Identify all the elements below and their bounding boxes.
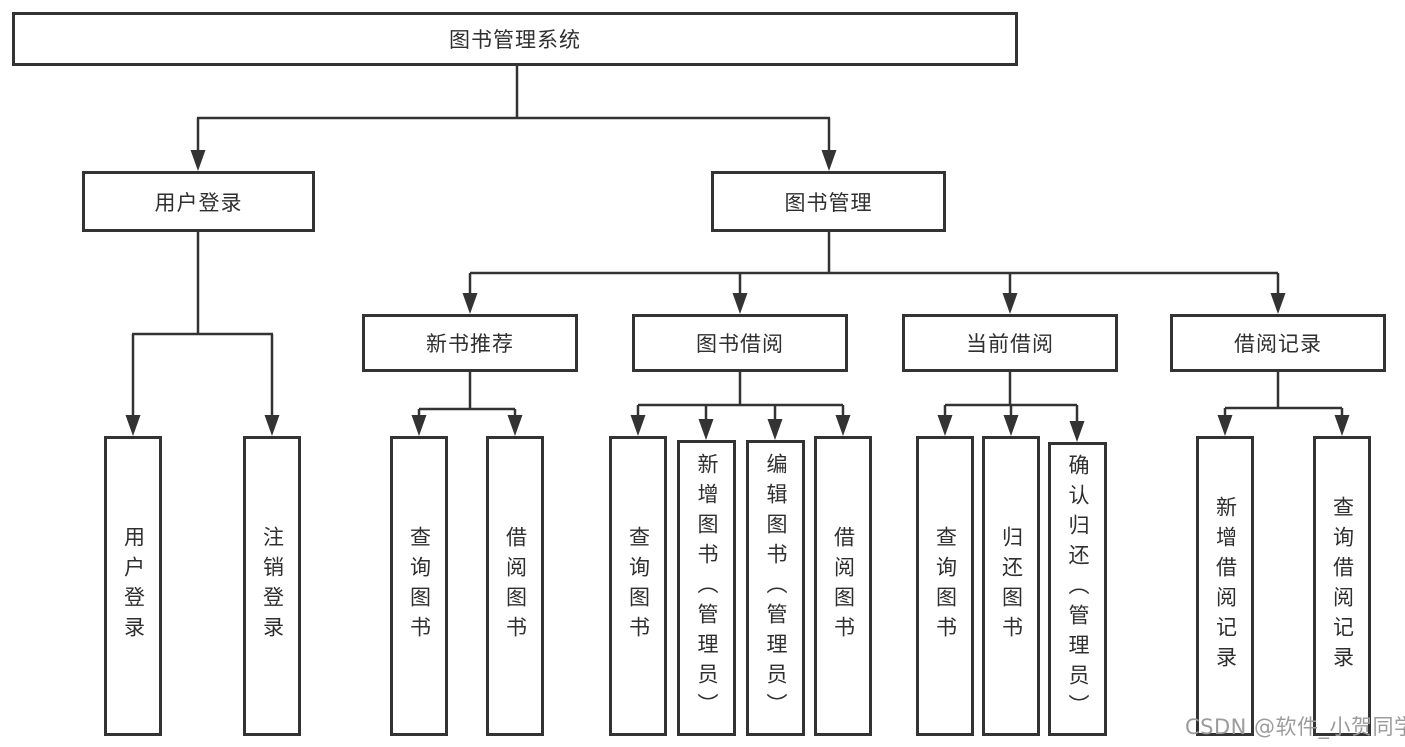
leaf-borrow-books: 借阅图书 bbox=[814, 436, 872, 736]
leaf-user-login-label: 用户登录 bbox=[121, 526, 146, 646]
node-book-management: 图书管理 bbox=[711, 171, 946, 232]
node-current-borrow-label: 当前借阅 bbox=[966, 332, 1054, 356]
node-user-login: 用户登录 bbox=[82, 171, 315, 232]
leaf-borrow-query-books: 查询图书 bbox=[609, 436, 667, 736]
leaf-recommend-query-books-label: 查询图书 bbox=[407, 526, 432, 646]
leaf-edit-books-admin: 编辑图书（管理员） bbox=[746, 440, 805, 736]
leaf-recommend-query-books: 查询图书 bbox=[390, 436, 448, 736]
leaf-add-borrow-record-label: 新增借阅记录 bbox=[1213, 496, 1238, 676]
node-library-system: 图书管理系统 bbox=[12, 12, 1018, 66]
leaf-edit-books-admin-label: 编辑图书（管理员） bbox=[764, 453, 788, 723]
node-book-borrow: 图书借阅 bbox=[632, 314, 848, 372]
leaf-borrow-books-label: 借阅图书 bbox=[831, 526, 856, 646]
node-new-book-recommend-label: 新书推荐 bbox=[426, 332, 514, 356]
leaf-add-books-admin: 新增图书（管理员） bbox=[677, 440, 736, 736]
node-current-borrow: 当前借阅 bbox=[902, 314, 1118, 372]
csdn-watermark: CSDN @软件_小贺同学 bbox=[1185, 715, 1405, 739]
node-library-system-label: 图书管理系统 bbox=[449, 28, 581, 52]
node-user-login-label: 用户登录 bbox=[154, 190, 243, 215]
leaf-confirm-return-admin: 确认归还（管理员） bbox=[1048, 442, 1107, 736]
leaf-add-borrow-record: 新增借阅记录 bbox=[1196, 436, 1254, 736]
leaf-query-borrow-record: 查询借阅记录 bbox=[1313, 436, 1371, 736]
node-book-management-label: 图书管理 bbox=[784, 190, 873, 215]
leaf-logout: 注销登录 bbox=[243, 436, 301, 736]
node-borrow-records: 借阅记录 bbox=[1170, 314, 1386, 372]
leaf-recommend-borrow-books: 借阅图书 bbox=[486, 436, 544, 736]
leaf-return-books: 归还图书 bbox=[982, 436, 1040, 736]
node-borrow-records-label: 借阅记录 bbox=[1234, 332, 1322, 356]
leaf-logout-label: 注销登录 bbox=[260, 526, 285, 646]
leaf-borrow-query-books-label: 查询图书 bbox=[626, 526, 651, 646]
leaf-user-login: 用户登录 bbox=[104, 436, 162, 736]
leaf-return-books-label: 归还图书 bbox=[999, 526, 1024, 646]
leaf-confirm-return-admin-label: 确认归还（管理员） bbox=[1066, 454, 1090, 724]
leaf-recommend-borrow-books-label: 借阅图书 bbox=[503, 526, 528, 646]
leaf-current-query-books-label: 查询图书 bbox=[933, 526, 958, 646]
leaf-add-books-admin-label: 新增图书（管理员） bbox=[695, 453, 719, 723]
node-book-borrow-label: 图书借阅 bbox=[696, 332, 784, 356]
leaf-current-query-books: 查询图书 bbox=[916, 436, 974, 736]
node-new-book-recommend: 新书推荐 bbox=[362, 314, 578, 372]
leaf-query-borrow-record-label: 查询借阅记录 bbox=[1330, 496, 1355, 676]
